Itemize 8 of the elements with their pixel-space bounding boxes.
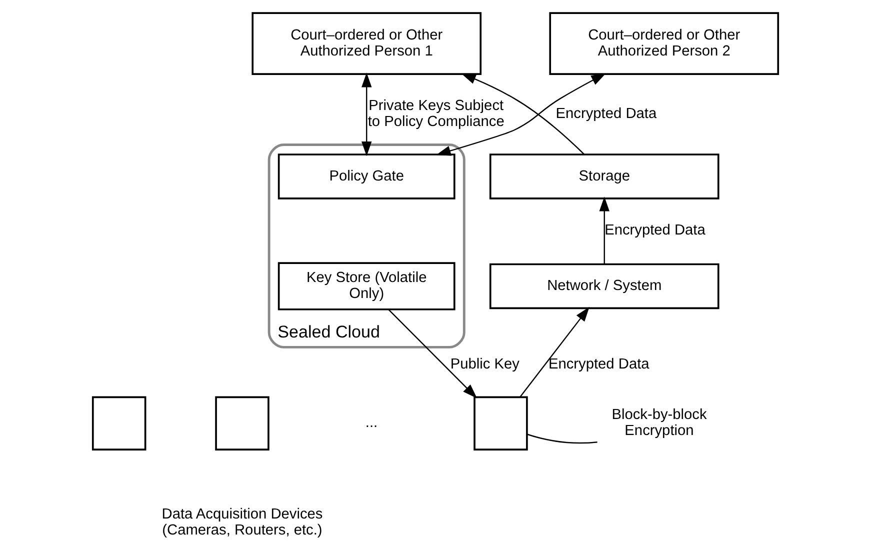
edge-label: Private Keys Subject to Policy Compliance: [367, 98, 504, 130]
edge-label: Encrypted Data: [555, 106, 656, 122]
edge-label: Encrypted Data: [604, 222, 705, 239]
edge-label: Encrypted Data: [548, 356, 649, 373]
label: ...: [364, 415, 378, 432]
edge-label: Public Key: [450, 356, 519, 373]
node-text: Block-by-block Encryption: [611, 407, 706, 440]
label: Data Acquisition Devices (Cameras, Routers, etc.): [161, 506, 322, 538]
